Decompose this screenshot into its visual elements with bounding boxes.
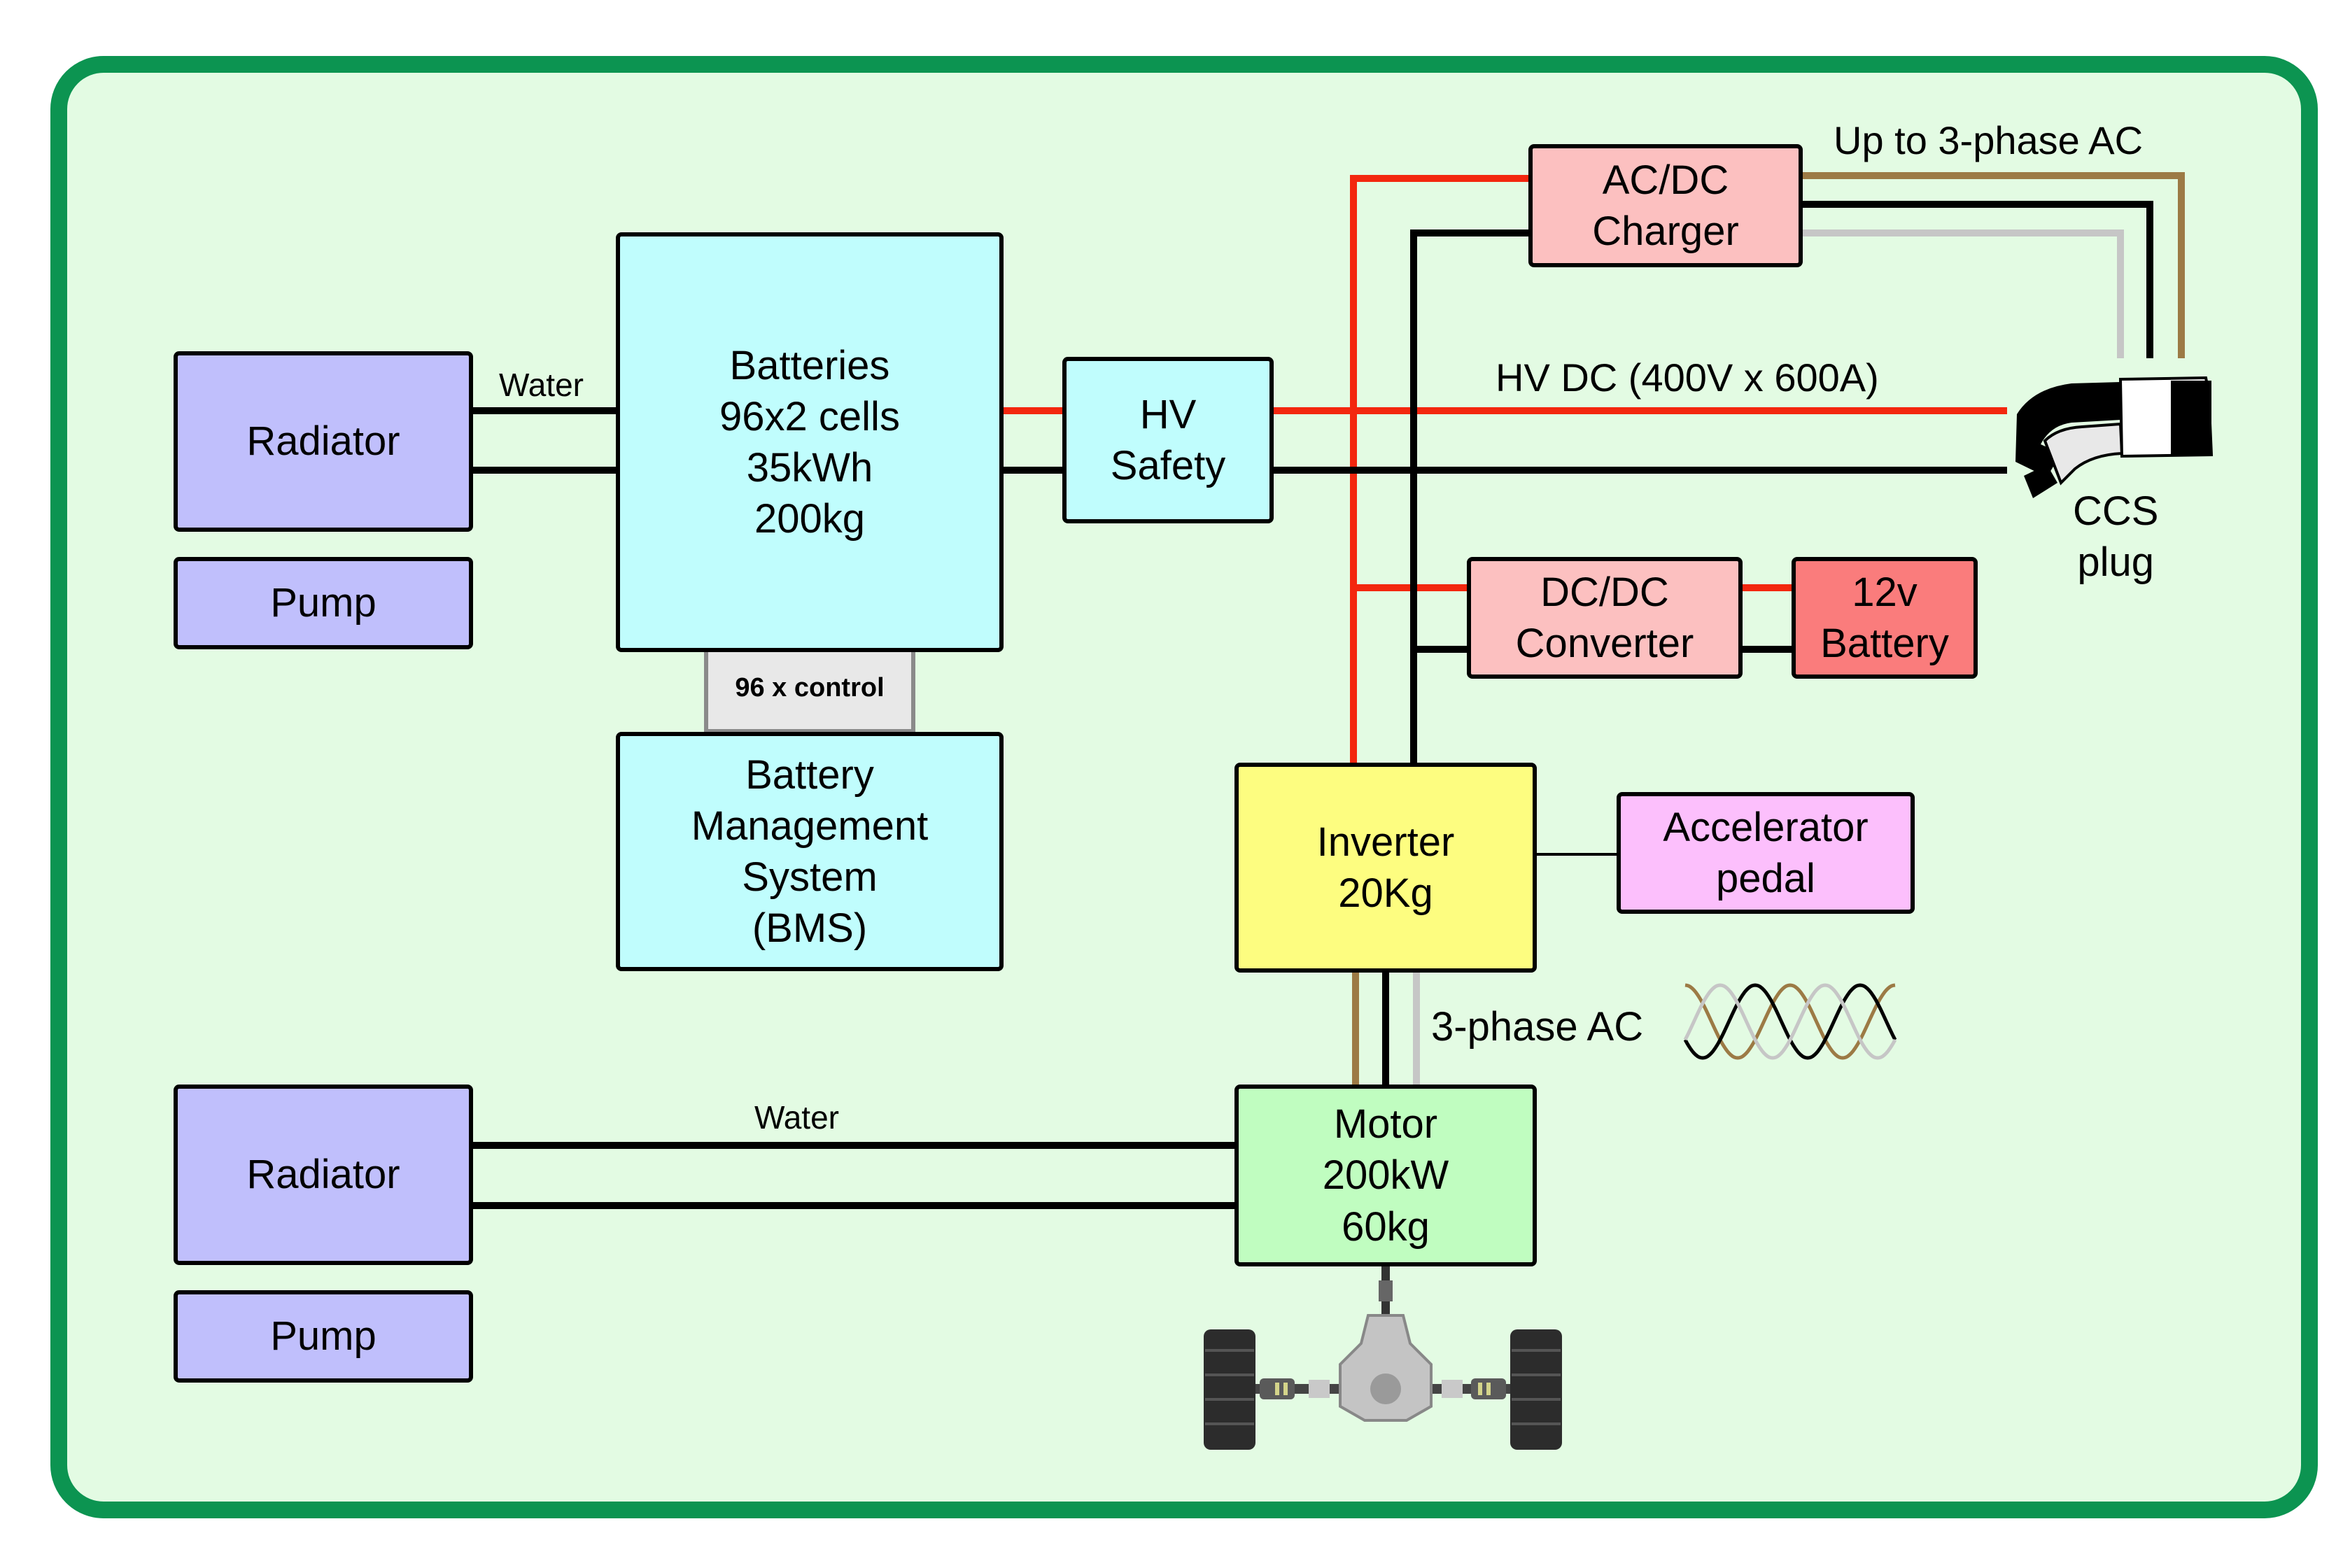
radiator-top-box: Radiator	[174, 351, 473, 532]
hv-safety-label: HV Safety	[1110, 391, 1226, 488]
hv-negative-wires	[1001, 229, 2007, 763]
ccs-plug-label: CCS plug	[2073, 488, 2159, 586]
drive-axle-icon	[1204, 1265, 1562, 1450]
charger-label: AC/DC Charger	[1592, 157, 1739, 254]
pump-bottom-box: Pump	[174, 1290, 473, 1383]
hv-positive-wires	[1001, 175, 2007, 763]
charger-box: AC/DC Charger	[1528, 144, 1803, 267]
inverter-box: Inverter 20Kg	[1234, 763, 1537, 973]
dcdc-box: DC/DC Converter	[1467, 557, 1743, 679]
up-to-ac-label: Up to 3-phase AC	[1834, 118, 2144, 162]
ac-black-wire	[1800, 201, 2153, 358]
hv-safety-box: HV Safety	[1062, 357, 1274, 523]
control-box: 96 x control	[704, 644, 915, 733]
pump-top-box: Pump	[174, 557, 473, 649]
pump-bottom-label: Pump	[270, 1313, 377, 1359]
bms-label: Battery Management System (BMS)	[691, 751, 929, 952]
control-label: 96 x control	[735, 673, 885, 703]
accelerator-label: Accelerator pedal	[1663, 804, 1869, 901]
pump-top-label: Pump	[270, 580, 377, 626]
radiator-top-label: Radiator	[246, 418, 400, 465]
water-label-bottom: Water	[754, 1099, 839, 1136]
radiator-bottom-label: Radiator	[246, 1152, 400, 1198]
ac-supply-wires	[1800, 172, 2185, 358]
three-phase-label: 3-phase AC	[1431, 1004, 1644, 1050]
batteries-box: Batteries 96x2 cells 35kWh 200kg	[616, 232, 1004, 652]
inverter-label: Inverter 20Kg	[1316, 819, 1455, 916]
diagram-frame	[50, 56, 2318, 1518]
accelerator-box: Accelerator pedal	[1617, 792, 1915, 914]
charger-negative-wire	[1410, 229, 1533, 763]
hv-dc-label: HV DC (400V x 600A)	[1496, 355, 1879, 400]
charger-positive-wire	[1350, 175, 1533, 763]
bms-box: Battery Management System (BMS)	[616, 732, 1004, 971]
ac-brown-wire	[1800, 172, 2185, 358]
dcdc-label: DC/DC Converter	[1515, 569, 1694, 666]
water-pipes	[471, 407, 1241, 1209]
batteries-label: Batteries 96x2 cells 35kWh 200kg	[719, 342, 900, 542]
radiator-bottom-box: Radiator	[174, 1085, 473, 1265]
motor-box: Motor 200kW 60kg	[1234, 1085, 1537, 1266]
three-phase-wires	[1352, 973, 1420, 1092]
ccs-plug-icon	[2015, 376, 2214, 498]
water-label-top: Water	[499, 367, 584, 403]
sine-wave-icon	[1683, 983, 1897, 1060]
motor-label: Motor 200kW 60kg	[1322, 1101, 1449, 1250]
battery-12v-box: 12v Battery	[1792, 557, 1978, 679]
battery-12v-label: 12v Battery	[1820, 569, 1949, 666]
ac-grey-wire	[1800, 229, 2124, 358]
